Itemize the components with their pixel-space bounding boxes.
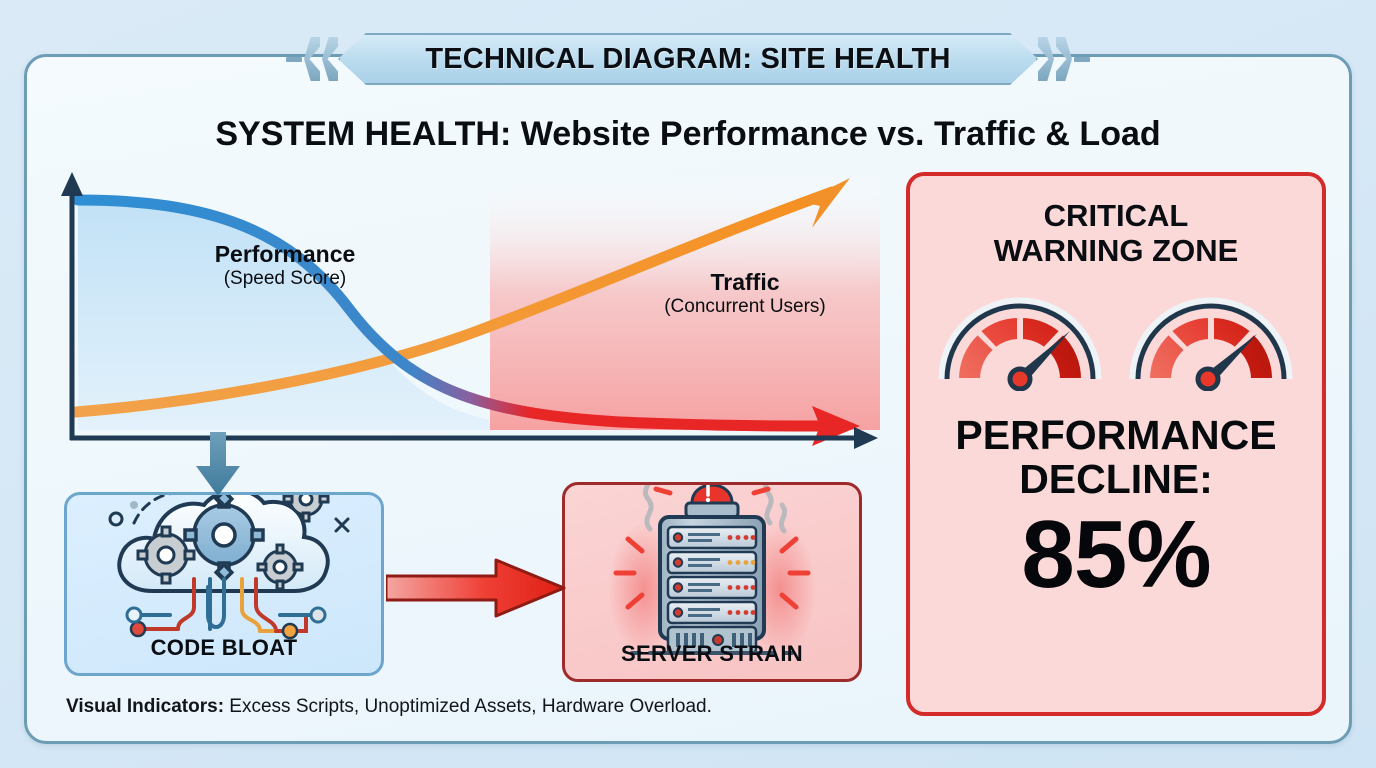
right-chevron-icon-1	[1038, 37, 1054, 81]
causes-right-arrow-icon	[386, 558, 566, 618]
x-axis-arrowhead	[854, 427, 878, 449]
right-chevron-icon-2	[1056, 37, 1072, 81]
traffic-arrowhead	[802, 178, 850, 228]
left-chevron-group	[286, 37, 338, 81]
circuit-lines	[138, 577, 316, 633]
circuit-node-red	[129, 620, 147, 638]
alarm-beacon-icon	[653, 485, 771, 519]
card-server-strain[interactable]: SERVER STRAIN	[562, 482, 862, 682]
performance-curve	[72, 194, 838, 432]
smoke-icon	[642, 485, 788, 534]
circuit-node-blue	[125, 606, 143, 624]
card-server-strain-label: SERVER STRAIN	[621, 641, 803, 666]
page-title: SYSTEM HEALTH: Website Performance vs. T…	[215, 115, 1161, 153]
right-chevron-group	[1038, 37, 1090, 81]
chart-svg	[61, 172, 880, 449]
server-rack-slots	[666, 525, 758, 655]
accent-dot-2	[130, 501, 138, 509]
server-strain-icon-wrap	[565, 485, 859, 657]
card-code-bloat[interactable]: CODE BLOAT	[64, 492, 384, 676]
y-axis-arrowhead	[61, 172, 83, 196]
left-chevron-icon-1	[304, 37, 320, 81]
left-chevron-icon-2	[322, 37, 338, 81]
performance-decline-value: 85%	[1021, 501, 1211, 609]
header-banner-group: TECHNICAL DIAGRAM: SITE HEALTH	[0, 24, 1376, 94]
gear-small-right	[256, 543, 304, 591]
gauges-group	[938, 287, 1294, 391]
caption-rest: Excess Scripts, Unoptimized Assets, Hard…	[224, 696, 712, 717]
caption-strong: Visual Indicators:	[66, 696, 225, 717]
server-base-unit	[666, 625, 758, 655]
card-code-bloat-label: CODE BLOAT	[150, 635, 298, 660]
accent-cross	[334, 517, 350, 533]
performance-decline-label: PERFORMANCE DECLINE:	[955, 411, 1277, 502]
traffic-curve	[70, 186, 838, 418]
header-title: TECHNICAL DIAGRAM: SITE HEALTH	[425, 42, 951, 75]
header-banner: TECHNICAL DIAGRAM: SITE HEALTH	[338, 33, 1038, 85]
server-rack-alarm-icon	[608, 485, 816, 655]
gear-large	[183, 495, 265, 583]
gear-medium	[136, 525, 196, 585]
caption: Visual Indicators: Excess Scripts, Unopt…	[66, 696, 712, 718]
accent-dot-1	[108, 511, 124, 527]
gauge-icon-1	[938, 297, 1102, 391]
code-bloat-icon-wrap	[67, 492, 381, 659]
gear-small-top	[282, 495, 330, 523]
cloud-accent-arc	[132, 495, 172, 525]
performance-area-fill	[78, 200, 490, 430]
warning-heading: CRITICAL WARNING ZONE	[993, 198, 1239, 269]
cloud-gears-circuit-icon	[108, 492, 350, 640]
circuit-node-orange	[281, 622, 299, 640]
circuit-node-grey	[309, 606, 327, 624]
gauge-icon-2	[1129, 297, 1293, 391]
left-dash-icon	[286, 56, 302, 62]
right-dash-icon	[1074, 56, 1090, 62]
stress-rays-icon	[613, 536, 811, 610]
alarm-rays-icon	[653, 486, 771, 496]
performance-traffic-chart: Performance (Speed Score) Traffic (Concu…	[60, 170, 880, 450]
critical-warning-panel: CRITICAL WARNING ZONE	[906, 172, 1326, 716]
impact-down-arrow-icon	[196, 432, 240, 496]
accent-dot-3	[320, 492, 332, 493]
